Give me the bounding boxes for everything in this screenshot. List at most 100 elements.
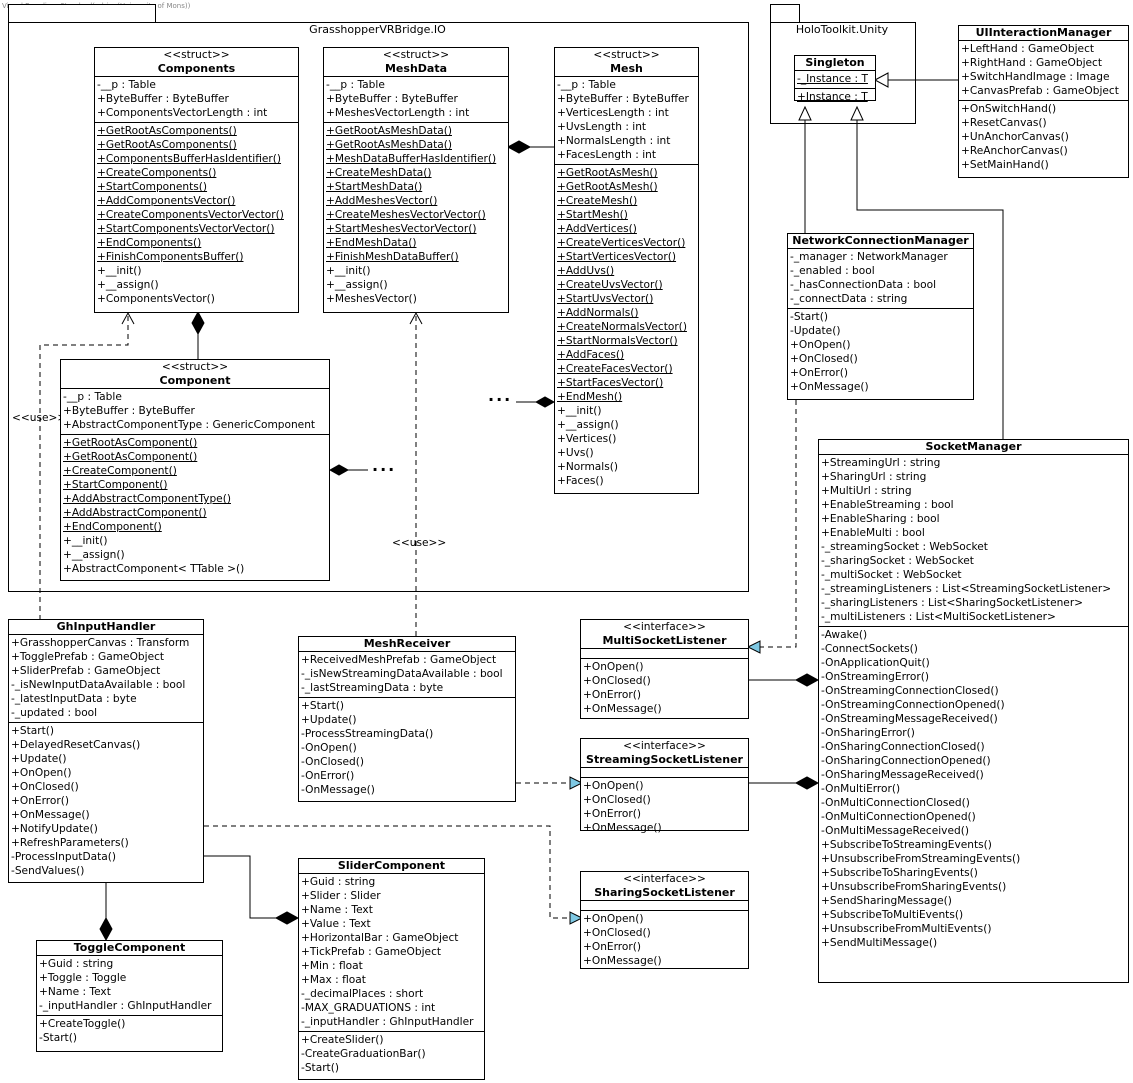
operation-row: +DelayedResetCanvas()	[11, 739, 141, 751]
class-meshdata[interactable]: <<struct>>MeshData-__p : Table+ByteBuffe…	[323, 47, 509, 313]
operation-row: +GetRootAsMeshData()	[326, 139, 452, 151]
class-togglecomponent[interactable]: ToggleComponent +Guid : string+Toggle : T…	[36, 940, 223, 1052]
class-socketmanager[interactable]: SocketManager+StreamingUrl : string+Shar…	[818, 439, 1129, 983]
attribute-section: -__p : Table+ByteBuffer : ByteBuffer+Mes…	[324, 77, 508, 123]
class-component[interactable]: <<struct>>Component-__p : Table+ByteBuff…	[60, 359, 330, 581]
class-name: MeshData	[384, 62, 448, 75]
operation-row: +CreateUvsVector()	[557, 279, 663, 291]
attribute-row: -_multiSocket : WebSocket	[821, 569, 962, 581]
operation-section: +GetRootAsMesh()+GetRootAsMesh()+CreateM…	[555, 165, 698, 490]
attribute-row: -_enabled : bool	[790, 265, 875, 277]
operation-row: +GetRootAsMesh()	[557, 167, 658, 179]
package-grasshopper-name: GrasshopperVRBridge.IO	[309, 23, 446, 36]
composition-diamond-slider	[274, 911, 300, 925]
operation-row: -Awake()	[821, 629, 868, 641]
operation-row: +OnError()	[583, 941, 642, 953]
operation-row: +CreateComponents()	[97, 167, 217, 179]
interface-multisocketlistener[interactable]: <<interface>>MultiSocketListener+OnOpen(…	[580, 619, 749, 719]
class-header: NetworkConnectionManager	[788, 234, 973, 249]
operation-row: +OnMessage()	[11, 809, 90, 821]
attribute-row: +SwitchHandImage : Image	[961, 71, 1110, 83]
attribute-row: +Slider : Slider	[301, 890, 381, 902]
operation-row: -ConnectSockets()	[821, 643, 918, 655]
operation-row: +OnClosed()	[583, 927, 651, 939]
interface-sharingsocketlistener[interactable]: <<interface>>SharingSocketListener+OnOpe…	[580, 871, 749, 969]
operation-row: -OnSharingConnectionClosed()	[821, 741, 985, 753]
class-name: SliderComponent	[337, 859, 446, 872]
attribute-row: -_decimalPlaces : short	[301, 988, 424, 1000]
class-uiinteractionmanager[interactable]: UIInteractionManager +LeftHand : GameObje…	[958, 25, 1129, 178]
class-header: <<struct>>MeshData	[324, 48, 508, 77]
realization-network-multilistener	[760, 400, 797, 648]
operation-row: +AddUvs()	[557, 265, 615, 277]
operation-row: +ComponentsVector()	[97, 293, 215, 305]
use-label-left: <<use>>	[12, 412, 67, 424]
class-slidercomponent[interactable]: SliderComponent+Guid : string+Slider : S…	[298, 858, 485, 1080]
class-name: ToggleComponent	[73, 941, 186, 954]
package-holotoolkit-name: HoloToolkit.Unity	[795, 23, 889, 36]
composition-diamond-components	[191, 310, 205, 336]
operation-row: +AddVertices()	[557, 223, 637, 235]
attribute-section: -_Instance : T	[795, 71, 875, 89]
operation-row: +SetMainHand()	[961, 159, 1049, 171]
class-name: Singleton	[805, 56, 865, 69]
class-stereotype: <<interface>>	[623, 740, 706, 752]
class-components[interactable]: <<struct>>Components-__p : Table+ByteBuf…	[94, 47, 299, 313]
operation-row: -OnStreamingConnectionOpened()	[821, 699, 1005, 711]
attribute-section: +LeftHand : GameObject+RightHand : GameO…	[959, 41, 1128, 101]
attribute-row: +AbstractComponentType : GenericComponen…	[63, 419, 316, 431]
operation-row: +OnMessage()	[583, 822, 662, 834]
operation-row: +AddNormals()	[557, 307, 639, 319]
interface-streamingsocketlistener[interactable]: <<interface>>StreamingSocketListener+OnO…	[580, 738, 749, 834]
attribute-row: -_latestInputData : byte	[11, 693, 137, 705]
operation-row: +GetRootAsComponents()	[97, 139, 237, 151]
operation-row: +StartComponentsVectorVector()	[97, 223, 275, 235]
attribute-row: -__p : Table	[97, 79, 156, 91]
class-name: NetworkConnectionManager	[792, 234, 969, 247]
operation-row: +GetRootAsComponent()	[63, 437, 198, 449]
operation-row: -SendValues()	[11, 865, 85, 877]
use-arrowhead-components	[121, 311, 135, 325]
attribute-row: +GrasshopperCanvas : Transform	[11, 637, 190, 649]
class-ghinputhandler[interactable]: GhInputHandler+GrasshopperCanvas : Trans…	[8, 619, 204, 883]
attribute-row: -_streamingListeners : List<StreamingSoc…	[821, 583, 1112, 595]
operation-row: +ComponentsBufferHasIdentifier()	[97, 153, 282, 165]
attribute-row: +Name : Text	[301, 904, 373, 916]
operation-row: +__init()	[326, 265, 371, 277]
class-header: SliderComponent	[299, 859, 484, 874]
class-name: UIInteractionManager	[975, 26, 1112, 39]
attribute-row: +NormalsLength : int	[557, 135, 671, 147]
attribute-row: -_lastStreamingData : byte	[301, 682, 444, 694]
attribute-row: +Value : Text	[301, 918, 371, 930]
class-name: SharingSocketListener	[594, 886, 735, 899]
operation-row: +Vertices()	[557, 433, 617, 445]
operation-row: +CreateFacesVector()	[557, 363, 673, 375]
class-meshreceiver[interactable]: MeshReceiver+ReceivedMeshPrefab : GameOb…	[298, 636, 516, 802]
operation-row: +OnMessage()	[583, 703, 662, 715]
operation-row: +OnError()	[583, 689, 642, 701]
attribute-row: +EnableStreaming : bool	[821, 499, 954, 511]
attribute-row: +VerticesLength : int	[557, 107, 669, 119]
class-mesh[interactable]: <<struct>>Mesh-__p : Table+ByteBuffer : …	[554, 47, 699, 494]
operation-section: +OnOpen()+OnClosed()+OnError()+OnMessage…	[581, 659, 748, 718]
attribute-section: -__p : Table+ByteBuffer : ByteBuffer+Ver…	[555, 77, 698, 165]
operation-row: +Instance : T	[797, 91, 868, 103]
class-networkconnectionmanager[interactable]: NetworkConnectionManager-_manager : Netw…	[787, 233, 974, 400]
operation-row: +Start()	[301, 700, 345, 712]
class-header: Singleton	[795, 56, 875, 71]
attribute-row: +HorizontalBar : GameObject	[301, 932, 459, 944]
operation-row: +NotifyUpdate()	[11, 823, 98, 835]
generalization-socket-singleton	[856, 120, 1004, 439]
composition-ghinput-slider	[204, 855, 276, 919]
operation-row: +StartComponents()	[97, 181, 208, 193]
attribute-row: +LeftHand : GameObject	[961, 43, 1095, 55]
operation-section: +GetRootAsMeshData()+GetRootAsMeshData()…	[324, 123, 508, 308]
operation-row: +GetRootAsComponent()	[63, 451, 198, 463]
composition-diamond-toggle	[99, 916, 113, 942]
class-singleton[interactable]: Singleton -_Instance : T +Instance : T	[794, 55, 876, 103]
operation-row: +Update()	[301, 714, 357, 726]
operation-row: -CreateGraduationBar()	[301, 1048, 426, 1060]
operation-row: +StartComponent()	[63, 479, 168, 491]
operation-row: +CreateToggle()	[39, 1018, 126, 1030]
attribute-section: +Guid : string+Toggle : Toggle+Name : Te…	[37, 956, 222, 1016]
